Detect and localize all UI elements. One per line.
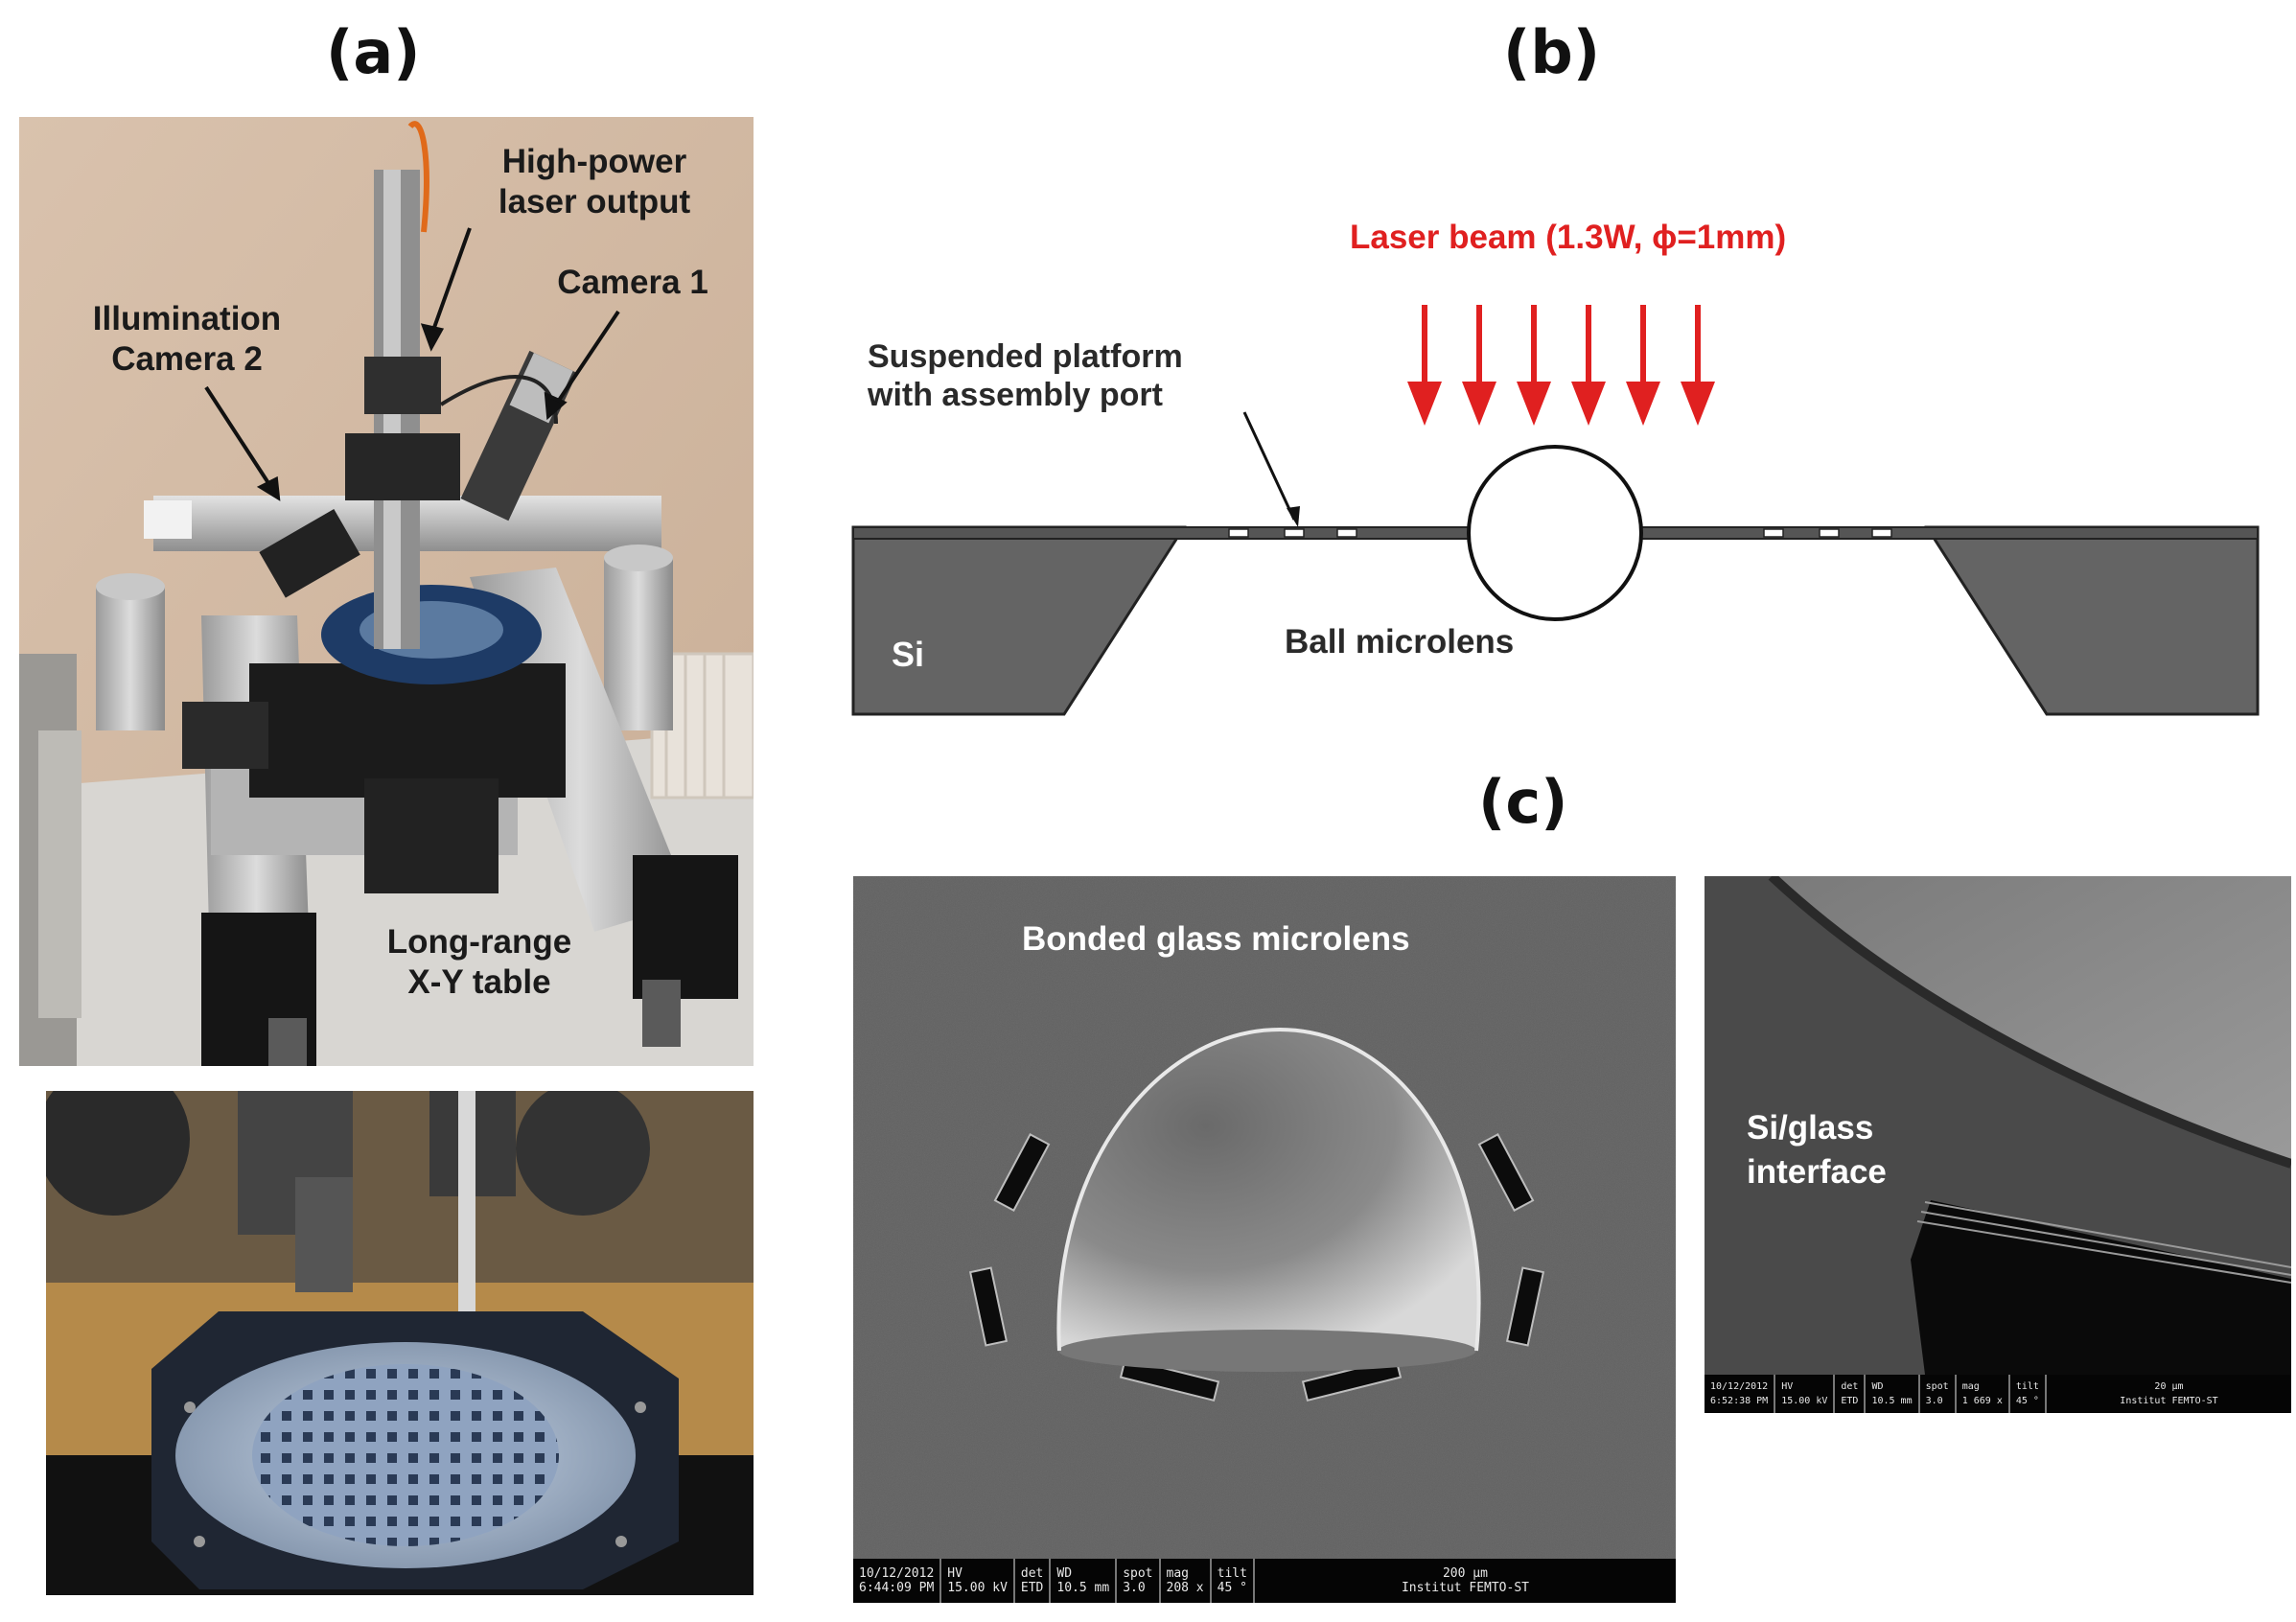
si-substrate-left (851, 525, 1187, 716)
panel-label-b: (b) (1503, 17, 1601, 87)
ball-microlens (1467, 445, 1643, 621)
illumination-label-line2: Camera 2 (111, 340, 263, 378)
illumination-label-line1: Illumination (92, 300, 282, 337)
laser-output-arrowhead (420, 323, 445, 352)
sem-right-label: Si/glass interface (1747, 1106, 1887, 1194)
wafer-holder-photo (46, 1091, 754, 1595)
laser-output-label-line1: High-power (501, 143, 687, 180)
setup-photo (19, 117, 754, 1066)
assembly-ports (1228, 528, 1892, 538)
sem-right-label-line2: interface (1747, 1153, 1887, 1191)
si-label: Si (892, 635, 925, 674)
laser-output-label: High-power laser output (470, 142, 719, 222)
laser-arrow (1626, 305, 1660, 426)
camera2-arrow (204, 385, 272, 488)
sem-image-interface (1705, 876, 2291, 1375)
cross-section-diagram (851, 305, 2260, 716)
institute-label: Institut FEMTO-ST (1401, 1581, 1529, 1595)
sem-right-label-line1: Si/glass (1747, 1109, 1874, 1147)
laser-arrow (1407, 305, 1442, 426)
sem-image-microlens (853, 876, 1676, 1559)
scale-bar-label: 200 µm (1442, 1566, 1488, 1581)
xy-table-label-line1: Long-range (386, 923, 572, 961)
institute-label: Institut FEMTO-ST (2120, 1396, 2218, 1406)
laser-arrows (1407, 305, 1715, 426)
platform-label-line1: Suspended platform (868, 338, 1183, 375)
databar-scale: 20 µm Institut FEMTO-ST (2047, 1375, 2291, 1413)
laser-output-arrow (429, 227, 472, 336)
setup-photo-illustration (19, 117, 754, 1066)
assembly-slots (968, 1133, 1545, 1402)
camera2-arrowhead (256, 475, 281, 501)
laser-output-label-line2: laser output (498, 183, 691, 220)
platform-label: Suspended platform with assembly port (868, 337, 1183, 414)
sem-interface-illustration (1705, 876, 2291, 1375)
panel-label-a: (a) (326, 17, 421, 87)
ball-microlens-label: Ball microlens (1285, 623, 1515, 660)
sem-microlens-illustration (853, 876, 1676, 1559)
platform-label-line2: with assembly port (868, 377, 1163, 413)
camera1-label: Camera 1 (557, 264, 708, 301)
glass-dome (1058, 1030, 1479, 1351)
xy-table-label: Long-range X-Y table (364, 922, 594, 1003)
laser-arrow (1462, 305, 1496, 426)
camera1-arrow (554, 310, 620, 406)
wafer-holder-illustration (46, 1091, 754, 1595)
sem-left-title: Bonded glass microlens (1022, 920, 1410, 958)
xy-table-label-line2: X-Y table (407, 963, 551, 1001)
scale-bar-label: 20 µm (2154, 1381, 2184, 1392)
platform-pointer (1242, 411, 1296, 521)
databar-scale: 200 µm Institut FEMTO-ST (1255, 1559, 1676, 1603)
laser-beam-label: Laser beam (1.3W, ϕ=1mm) (1350, 219, 1787, 256)
illumination-camera2-label: Illumination Camera 2 (67, 299, 307, 380)
camera1-arrowhead (544, 391, 568, 421)
panel-label-c: (c) (1478, 767, 1568, 837)
laser-arrow (1681, 305, 1715, 426)
laser-arrow (1517, 305, 1551, 426)
platform-pointer-head (1287, 506, 1300, 527)
laser-arrow (1571, 305, 1606, 426)
si-substrate-right (1924, 525, 2260, 716)
schematic-panel (844, 201, 2282, 738)
